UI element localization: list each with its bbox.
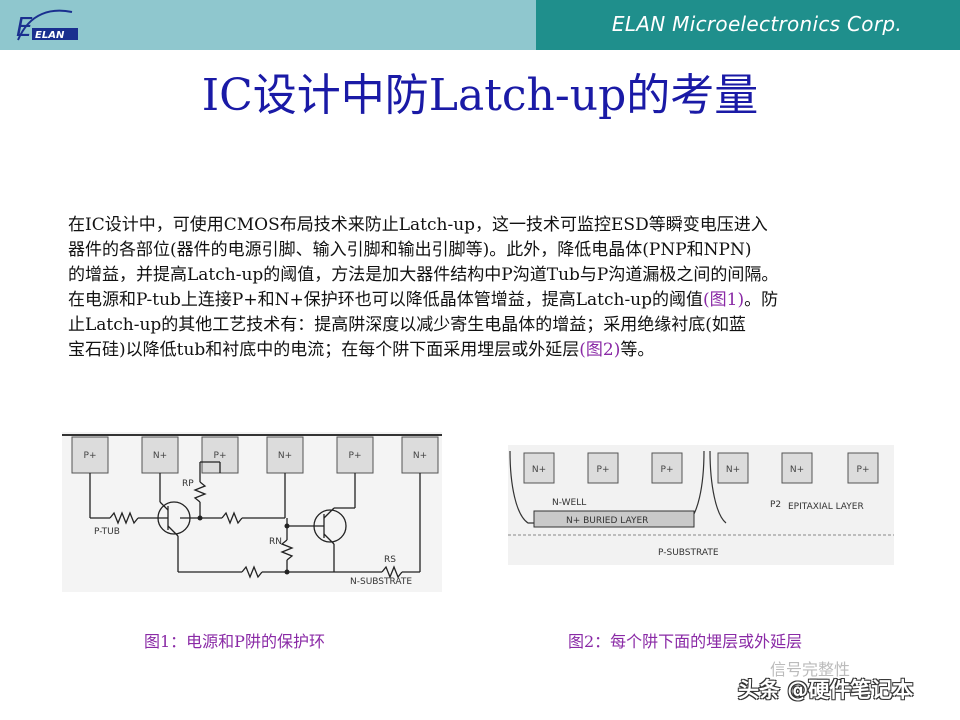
figure-1-caption: 图1：电源和P阱的保护环	[144, 632, 325, 651]
fig2-well-4: N+	[726, 465, 740, 475]
fig1-well-3: P+	[214, 451, 227, 461]
elan-logo: E ELAN	[16, 9, 78, 43]
fig2-label-buried: N+ BURIED LAYER	[566, 516, 648, 526]
fig1-label-rp: RP	[182, 479, 194, 489]
fig2-label-psub: P-SUBSTRATE	[658, 548, 719, 558]
body-line-1: 在IC设计中，可使用CMOS布局技术来防止Latch-up，这一技术可监控ESD…	[68, 215, 768, 235]
fig1-label-nsub: N-SUBSTRATE	[350, 577, 412, 587]
fig1-label-rn: RN	[269, 537, 282, 547]
header-band-right: ELAN Microelectronics Corp.	[536, 0, 960, 50]
company-name: ELAN Microelectronics Corp.	[611, 12, 902, 36]
body-line-4-tail: 。防	[744, 290, 779, 310]
figure-2-reference: (图2)	[579, 340, 621, 360]
fig1-label-rs: RS	[384, 555, 396, 565]
body-line-6-text: 宝石硅)以降低tub和衬底中的电流；在每个阱下面采用埋层或外延层	[68, 340, 580, 360]
body-line-4: 在电源和P-tub上连接P+和N+保护环也可以降低晶体管增益，提高Latch-u…	[68, 288, 928, 313]
body-line-4-text: 在电源和P-tub上连接P+和N+保护环也可以降低晶体管增益，提高Latch-u…	[68, 290, 704, 310]
figure-1-reference: (图1)	[703, 290, 745, 310]
figure-1-guard-ring-diagram: P+ N+ P+ N+ P+ N+	[62, 432, 442, 592]
fig2-well-3: P+	[661, 465, 674, 475]
fig2-well-5: N+	[790, 465, 804, 475]
fig2-label-nwell: N-WELL	[552, 498, 586, 508]
fig2-label-epi: EPITAXIAL LAYER	[788, 502, 864, 512]
body-paragraph: 在IC设计中，可使用CMOS布局技术来防止Latch-up，这一技术可监控ESD…	[68, 213, 928, 363]
body-line-5: 止Latch-up的其他工艺技术有：提高阱深度以减少寄生电晶体的增益；采用绝缘衬…	[68, 315, 746, 335]
header-band-left: E ELAN	[0, 0, 536, 50]
figure-2-buried-layer-diagram: N+ P+ P+ N+ N+ P+ N-WELL N+ BURIED LAYER…	[508, 445, 894, 565]
fig2-well-2: P+	[597, 465, 610, 475]
body-line-6-tail: 等。	[620, 340, 655, 360]
figure-2-caption: 图2：每个阱下面的埋层或外延层	[568, 632, 803, 651]
fig1-well-4: N+	[278, 451, 292, 461]
fig1-well-5: P+	[349, 451, 362, 461]
fig2-well-6: P+	[857, 465, 870, 475]
fig1-well-6: N+	[413, 451, 427, 461]
fig2-label-p2: P2	[770, 500, 781, 510]
fig1-well-2: N+	[153, 451, 167, 461]
slide-title: IC设计中防Latch-up的考量	[201, 70, 759, 121]
logo-text: ELAN	[35, 30, 65, 41]
watermark-signal-integrity: 信号完整性	[770, 660, 851, 679]
body-line-3: 的增益，并提高Latch-up的阈值，方法是加大器件结构中P沟道Tub与P沟道漏…	[68, 265, 779, 285]
svg-text:E: E	[16, 13, 33, 43]
fig2-well-1: N+	[532, 465, 546, 475]
body-line-6: 宝石硅)以降低tub和衬底中的电流；在每个阱下面采用埋层或外延层(图2)等。	[68, 338, 928, 363]
fig1-label-ptub: P-TUB	[94, 527, 120, 537]
fig1-well-1: P+	[84, 451, 97, 461]
body-line-2: 器件的各部位(器件的电源引脚、输入引脚和输出引脚等)。此外，降低电晶体(PNP和…	[68, 240, 752, 260]
watermark-toutiao: 头条 @硬件笔记本	[738, 678, 914, 702]
